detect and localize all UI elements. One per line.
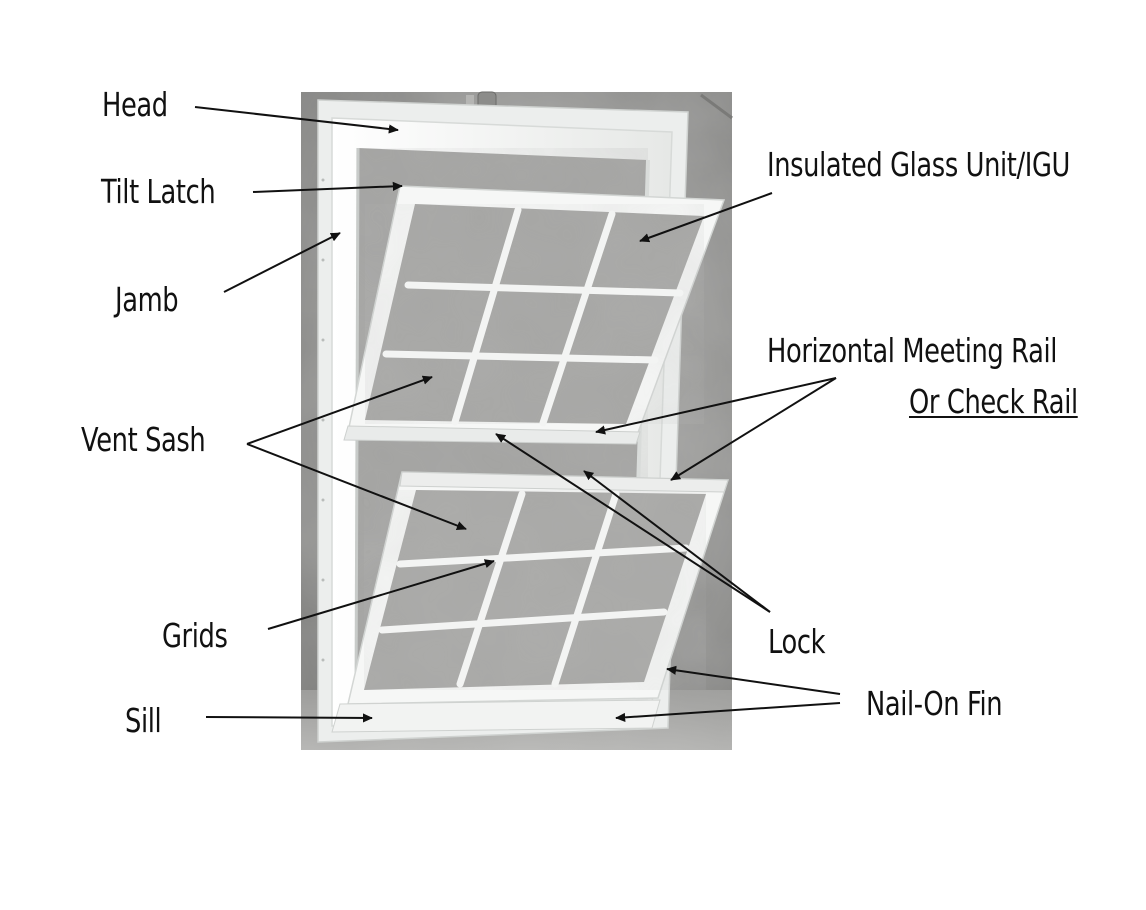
nail-on-fin-lower-arrow xyxy=(615,702,841,722)
label-grids: Grids xyxy=(162,616,228,655)
label-lock: Lock xyxy=(768,622,826,661)
label-sill: Sill xyxy=(125,701,162,740)
vent-sash-upper-arrow xyxy=(246,375,433,445)
jamb-arrow xyxy=(223,232,341,293)
meeting-rail-lower-arrow xyxy=(670,377,837,481)
meeting-rail-upper-arrow xyxy=(595,377,837,435)
annotation-arrows xyxy=(194,106,841,723)
head-arrow xyxy=(194,106,399,134)
lower-vent-sash xyxy=(331,471,730,733)
igu-arrow xyxy=(639,192,773,243)
lock-upper-arrow xyxy=(495,433,771,613)
label-horizontal-meeting-rail: Horizontal Meeting Rail xyxy=(767,331,1058,370)
upper-vent-sash xyxy=(343,185,726,445)
label-insulated-glass-unit: Insulated Glass Unit/IGU xyxy=(767,145,1070,184)
label-check-rail: Or Check Rail xyxy=(909,382,1078,421)
sill-arrow xyxy=(205,713,373,723)
lock-lower-arrow xyxy=(583,470,771,613)
label-tilt-latch: Tilt Latch xyxy=(101,172,216,211)
label-head: Head xyxy=(102,85,168,124)
grids-arrow xyxy=(267,559,495,630)
vent-sash-lower-arrow xyxy=(246,443,467,530)
nail-on-fin-upper-arrow xyxy=(666,665,841,695)
label-vent-sash: Vent Sash xyxy=(81,420,206,459)
tilt-latch-arrow xyxy=(252,181,403,193)
label-nail-on-fin: Nail-On Fin xyxy=(866,684,1003,723)
label-jamb: Jamb xyxy=(115,280,179,319)
